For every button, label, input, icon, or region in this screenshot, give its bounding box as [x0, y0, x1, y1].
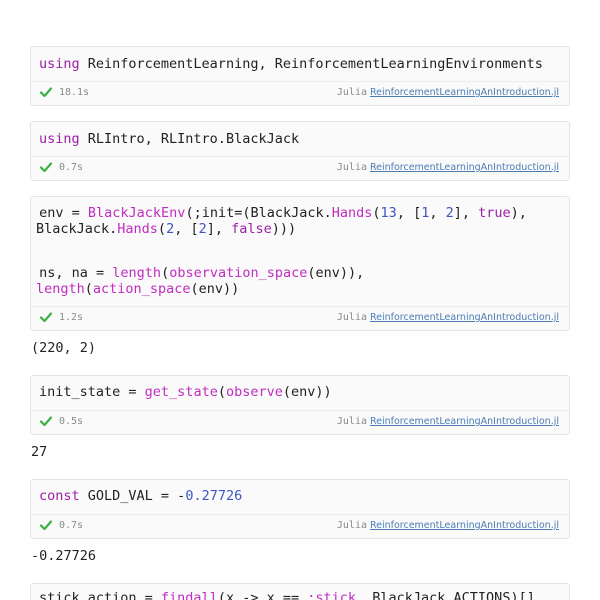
code-token: (	[157, 221, 167, 237]
code-line: env = BlackJackEnv(;init=(BlackJack.Hand…	[31, 205, 527, 221]
code-token: env =	[31, 205, 88, 221]
run-time: 18.1s	[59, 87, 90, 98]
code-token: observation_space	[169, 265, 308, 281]
run-time: 1.2s	[59, 312, 84, 323]
code-token: (env))	[282, 384, 332, 400]
code-token: )))	[271, 221, 297, 237]
code-line: using ReinforcementLearning, Reinforceme…	[39, 56, 543, 72]
language-label: Julia	[336, 162, 367, 173]
code-token: (;init=(BlackJack.	[185, 205, 332, 221]
code-line: using RLIntro, RLIntro.BlackJack	[39, 131, 299, 147]
notebook-link[interactable]: ReinforcementLearningAnIntroduction.jl	[369, 87, 559, 98]
code-token: stick_action =	[39, 590, 161, 600]
language-label: Julia	[336, 520, 367, 531]
cell-status-bar: 0.7s Julia ReinforcementLearningAnIntrod…	[31, 514, 569, 537]
run-time: 0.7s	[59, 520, 84, 531]
code-token: ),	[510, 205, 527, 221]
code-line: stick_action = findall(x -> x == :stick,…	[39, 590, 535, 600]
cell-status-bar: 1.2s Julia ReinforcementLearningAnIntrod…	[31, 306, 569, 329]
cell-output: -0.27726	[31, 548, 97, 564]
code-token: get_state	[144, 384, 218, 400]
cell-output: (220, 2)	[31, 340, 97, 356]
code-cell-6[interactable]: stick_action = findall(x -> x == :stick,…	[30, 583, 570, 600]
check-icon	[39, 520, 53, 531]
code-token: , BlackJack.ACTIONS)[]	[356, 590, 535, 600]
code-token: 1	[421, 205, 430, 221]
language-label: Julia	[336, 87, 367, 98]
code-cell-5[interactable]: const GOLD_VAL = -0.27726 0.7s Julia Rei…	[30, 479, 570, 539]
code-token: :stick	[307, 590, 357, 600]
code-token: action_space	[92, 281, 191, 297]
code-token: 0.27726	[185, 488, 243, 504]
code-token: false	[231, 221, 272, 237]
code-line: init_state = get_state(observe(env))	[39, 384, 332, 400]
code-token: , [	[396, 205, 422, 221]
code-token: observe	[225, 384, 283, 400]
check-icon	[39, 87, 53, 98]
cell-status-bar: 0.7s Julia ReinforcementLearningAnIntrod…	[31, 156, 569, 179]
cell-status-bar: 0.5s Julia ReinforcementLearningAnIntrod…	[31, 410, 569, 433]
code-editor[interactable]: using ReinforcementLearning, Reinforceme…	[31, 47, 569, 81]
code-token: init_state =	[39, 384, 145, 400]
code-token: (	[161, 265, 170, 281]
run-time: 0.5s	[59, 416, 84, 427]
code-token: ],	[453, 205, 479, 221]
code-editor[interactable]: init_state = get_state(observe(env))	[31, 376, 569, 410]
code-token: (env)),	[307, 265, 365, 281]
check-icon	[39, 312, 53, 323]
notebook-link[interactable]: ReinforcementLearningAnIntroduction.jl	[369, 520, 559, 531]
code-token: , [	[174, 221, 199, 237]
cell-status-bar: 18.1s Julia ReinforcementLearningAnIntro…	[31, 81, 569, 104]
code-token: Hands	[117, 221, 158, 237]
code-token: ns, na =	[31, 265, 113, 281]
code-cell-4[interactable]: init_state = get_state(observe(env)) 0.5…	[30, 375, 570, 435]
code-token: using	[39, 56, 80, 72]
code-line: const GOLD_VAL = -0.27726	[39, 488, 242, 504]
check-icon	[39, 162, 53, 173]
code-token: BlackJack.	[36, 221, 118, 237]
code-token: ReinforcementLearning, ReinforcementLear…	[79, 56, 543, 72]
code-token: BlackJackEnv	[87, 205, 186, 221]
code-token: ,	[429, 205, 446, 221]
code-token: (	[84, 281, 93, 297]
cell-output: 27	[31, 444, 48, 460]
code-token: RLIntro, RLIntro.BlackJack	[79, 131, 300, 147]
code-token: findall	[160, 590, 218, 600]
code-token: (env))	[190, 281, 240, 297]
code-cell-1[interactable]: using ReinforcementLearning, Reinforceme…	[30, 46, 570, 106]
language-label: Julia	[336, 312, 367, 323]
code-token: 2	[198, 221, 207, 237]
code-editor[interactable]: stick_action = findall(x -> x == :stick,…	[31, 584, 569, 600]
code-token: using	[39, 131, 80, 147]
check-icon	[39, 416, 53, 427]
code-token: (	[217, 384, 226, 400]
code-line: ns, na = length(observation_space(env)),	[31, 265, 364, 281]
language-label: Julia	[336, 416, 367, 427]
code-line: BlackJack.Hands(2, [2], false)))	[36, 221, 296, 237]
notebook-link[interactable]: ReinforcementLearningAnIntroduction.jl	[369, 312, 559, 323]
code-token: Hands	[331, 205, 373, 221]
notebook-link[interactable]: ReinforcementLearningAnIntroduction.jl	[369, 162, 559, 173]
code-token: const	[39, 488, 80, 504]
code-editor[interactable]: const GOLD_VAL = -0.27726	[31, 480, 569, 514]
code-token: (	[372, 205, 381, 221]
run-time: 0.7s	[59, 162, 84, 173]
notebook-link[interactable]: ReinforcementLearningAnIntroduction.jl	[369, 416, 559, 427]
code-token: 2	[166, 221, 175, 237]
code-editor[interactable]: env = BlackJackEnv(;init=(BlackJack.Hand…	[31, 197, 569, 306]
code-token: ],	[206, 221, 232, 237]
code-token: GOLD_VAL = -	[79, 488, 186, 504]
code-editor[interactable]: using RLIntro, RLIntro.BlackJack	[31, 122, 569, 156]
code-line: length(action_space(env))	[36, 281, 239, 297]
code-cell-2[interactable]: using RLIntro, RLIntro.BlackJack 0.7s Ju…	[30, 121, 570, 181]
code-token: 13	[380, 205, 397, 221]
code-token: (x -> x ==	[217, 590, 308, 600]
code-token: length	[112, 265, 162, 281]
code-token: true	[478, 205, 511, 221]
code-cell-3[interactable]: env = BlackJackEnv(;init=(BlackJack.Hand…	[30, 196, 570, 331]
code-token: length	[36, 281, 85, 297]
code-token: 2	[445, 205, 454, 221]
